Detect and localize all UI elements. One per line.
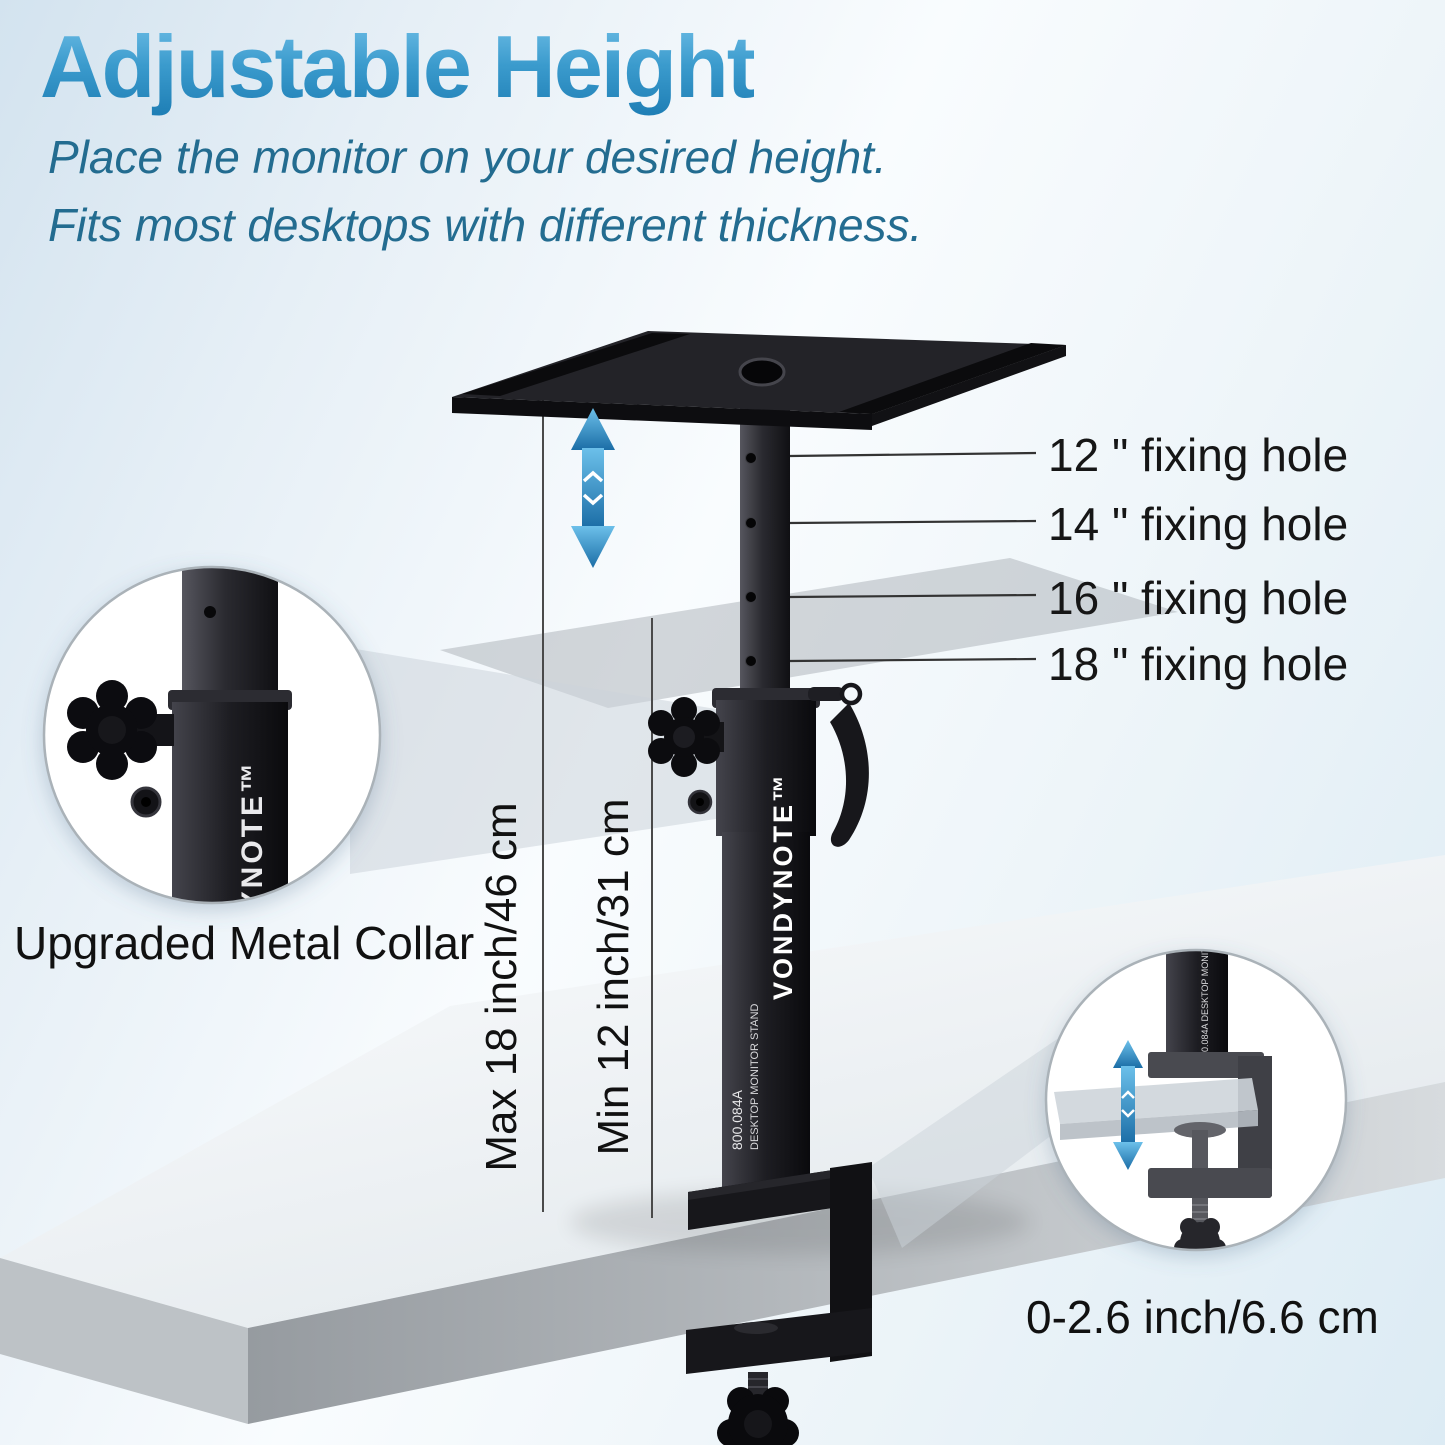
callout-label-18: 18 " fixing hole bbox=[1048, 638, 1349, 690]
clamp-knob bbox=[717, 1387, 799, 1445]
label-clamp-range: 0-2.6 inch/6.6 cm bbox=[1026, 1291, 1379, 1343]
fixing-hole-18 bbox=[745, 655, 757, 667]
collar-zoom: VONDYNOTE™ bbox=[67, 567, 292, 1010]
tray-right-rail bbox=[839, 343, 1066, 414]
label-max-height: Max 18 inch/46 cm bbox=[477, 802, 526, 1172]
callout-line-14 bbox=[789, 519, 1037, 525]
label-upgraded-metal-collar: Upgraded Metal Collar bbox=[14, 917, 475, 969]
collar bbox=[648, 682, 869, 847]
inset-collar-knob bbox=[67, 680, 157, 780]
callout-label-14: 14 " fixing hole bbox=[1048, 498, 1349, 550]
left-zoom-inset: VONDYNOTE™ bbox=[42, 565, 382, 1010]
callout-label-16: 16 " fixing hole bbox=[1048, 572, 1349, 624]
subtitle-line-2: Fits most desktops with different thickn… bbox=[48, 199, 923, 251]
outer-pole: VONDYNOTE™ 800.084A DESKTOP MONITOR STAN… bbox=[722, 772, 810, 1200]
clamp-bottom-jaw bbox=[686, 1308, 872, 1374]
callout-line-16 bbox=[789, 593, 1037, 599]
brand-product-text: DESKTOP MONITOR STAND bbox=[749, 1003, 761, 1150]
clamp bbox=[686, 1162, 872, 1445]
page-title: Adjustable Height bbox=[40, 17, 756, 116]
strap bbox=[830, 703, 869, 847]
callout-label-12: 12 " fixing hole bbox=[1048, 429, 1349, 481]
inset-clamp-knob bbox=[1174, 1218, 1226, 1250]
label-min-height: Min 12 inch/31 cm bbox=[589, 798, 638, 1156]
inner-pole bbox=[740, 398, 790, 700]
clamp-zoom: 800.084A DESKTOP MONITOR STAND bbox=[1054, 901, 1272, 1250]
fixing-hole-16 bbox=[745, 591, 757, 603]
inset-desk-ghost bbox=[1054, 1078, 1258, 1124]
inset-height-arrow-icon bbox=[1113, 1040, 1143, 1170]
height-adjust-arrow-icon bbox=[571, 408, 615, 568]
monitor-tray bbox=[452, 331, 1066, 430]
callout-line-18 bbox=[789, 657, 1037, 663]
collar-knob bbox=[648, 697, 720, 777]
right-zoom-inset: 800.084A DESKTOP MONITOR STAND bbox=[1044, 901, 1348, 1252]
subtitle-line-1: Place the monitor on your desired height… bbox=[48, 131, 887, 183]
tray-left-rail bbox=[462, 333, 690, 396]
inset-brand-text: VONDYNOTE™ bbox=[236, 760, 269, 1010]
fixing-hole-12 bbox=[745, 452, 757, 464]
brand-model-text: 800.084A bbox=[729, 1089, 745, 1150]
brand-text: VONDYNOTE™ bbox=[768, 772, 798, 1000]
callout-lines bbox=[789, 451, 1037, 663]
callout-line-12 bbox=[789, 451, 1037, 458]
zoom-beam-left bbox=[350, 648, 722, 874]
fixing-hole-14 bbox=[745, 517, 757, 529]
inset-brand-label: 800.084A DESKTOP MONITOR STAND bbox=[1200, 901, 1210, 1062]
tray-center-hole bbox=[738, 357, 786, 387]
pull-pin bbox=[808, 682, 869, 847]
